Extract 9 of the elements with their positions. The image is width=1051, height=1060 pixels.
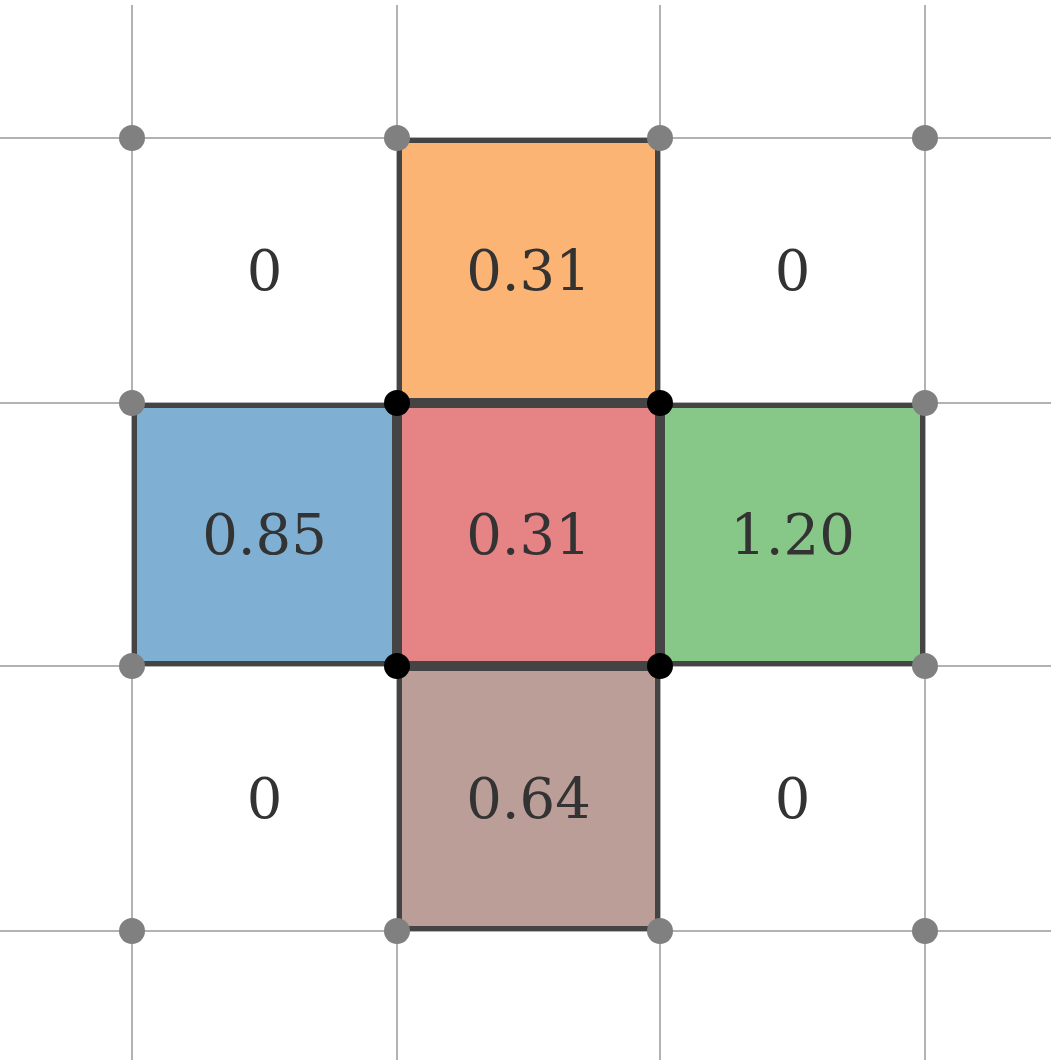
value-cell: 0.31: [397, 138, 660, 403]
value-cell: 0.85: [132, 403, 397, 666]
value-cell: 0.31: [397, 403, 660, 666]
value-cell: 0: [660, 666, 925, 931]
value-cell: 0: [132, 666, 397, 931]
value-cell: 0.64: [397, 666, 660, 931]
value-cell: 0: [132, 138, 397, 403]
value-cell: 1.20: [660, 403, 925, 666]
value-cell: 0: [660, 138, 925, 403]
